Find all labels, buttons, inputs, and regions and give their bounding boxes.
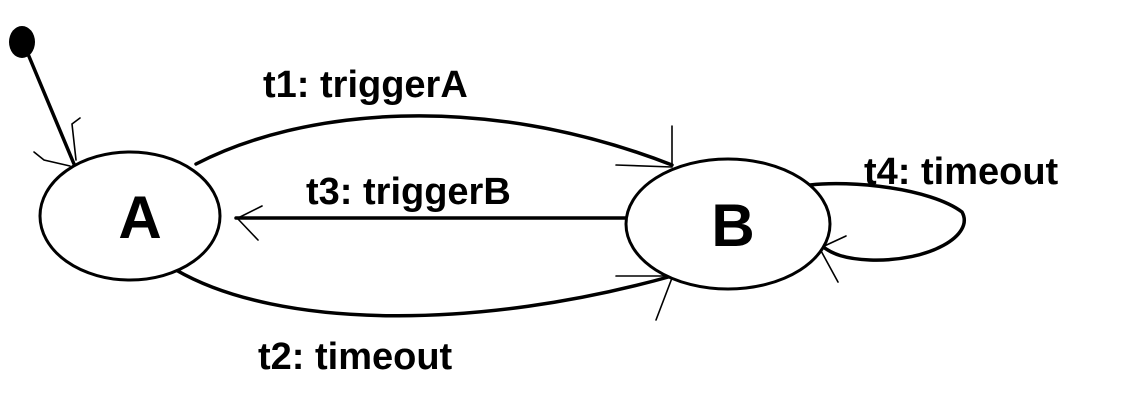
transition-t2 xyxy=(174,268,674,321)
transition-t1 xyxy=(194,114,674,168)
transition-t3-label: t3: triggerB xyxy=(306,171,511,213)
state-b-label: B xyxy=(711,192,754,259)
transition-t4 xyxy=(808,181,966,283)
transition-t1-label: t1: triggerA xyxy=(263,64,468,106)
transition-t4-label: t4: timeout xyxy=(864,151,1059,193)
state-b: B xyxy=(624,157,832,291)
state-b-shape xyxy=(624,157,832,291)
state-a-label: A xyxy=(118,184,161,251)
transition-t2-label: t2: timeout xyxy=(258,336,453,378)
state-a: A xyxy=(38,150,222,282)
initial-state-marker xyxy=(9,26,81,167)
state-a-shape xyxy=(38,150,222,282)
transition-t3 xyxy=(234,205,627,241)
